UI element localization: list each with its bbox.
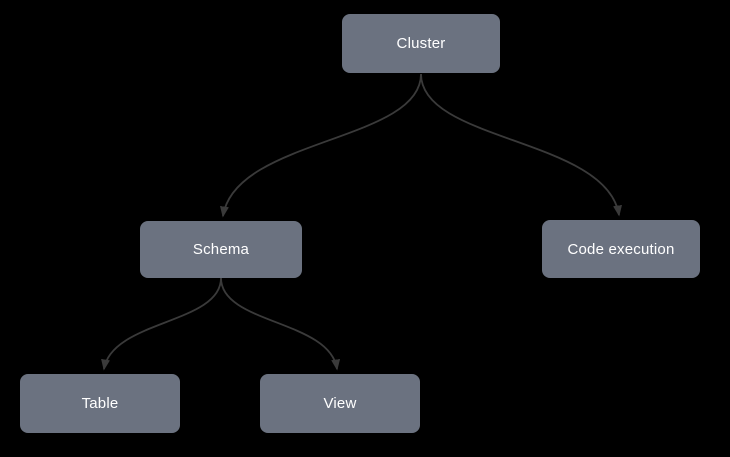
edge-cluster-to-code-execution <box>420 73 622 217</box>
node-schema: Schema <box>140 221 302 278</box>
node-cluster-label: Cluster <box>396 35 446 52</box>
node-view: View <box>260 374 420 433</box>
node-code-execution-label: Code execution <box>567 240 675 258</box>
node-view-label: View <box>323 395 357 412</box>
node-schema-label: Schema <box>192 241 250 258</box>
node-table: Table <box>20 374 180 433</box>
edge-cluster-to-schema <box>220 73 422 218</box>
node-code-execution: Code execution <box>542 220 700 278</box>
edge-schema-to-view <box>220 277 341 371</box>
edge-schema-to-table <box>101 277 222 371</box>
node-cluster: Cluster <box>342 14 500 73</box>
node-table-label: Table <box>81 395 119 412</box>
